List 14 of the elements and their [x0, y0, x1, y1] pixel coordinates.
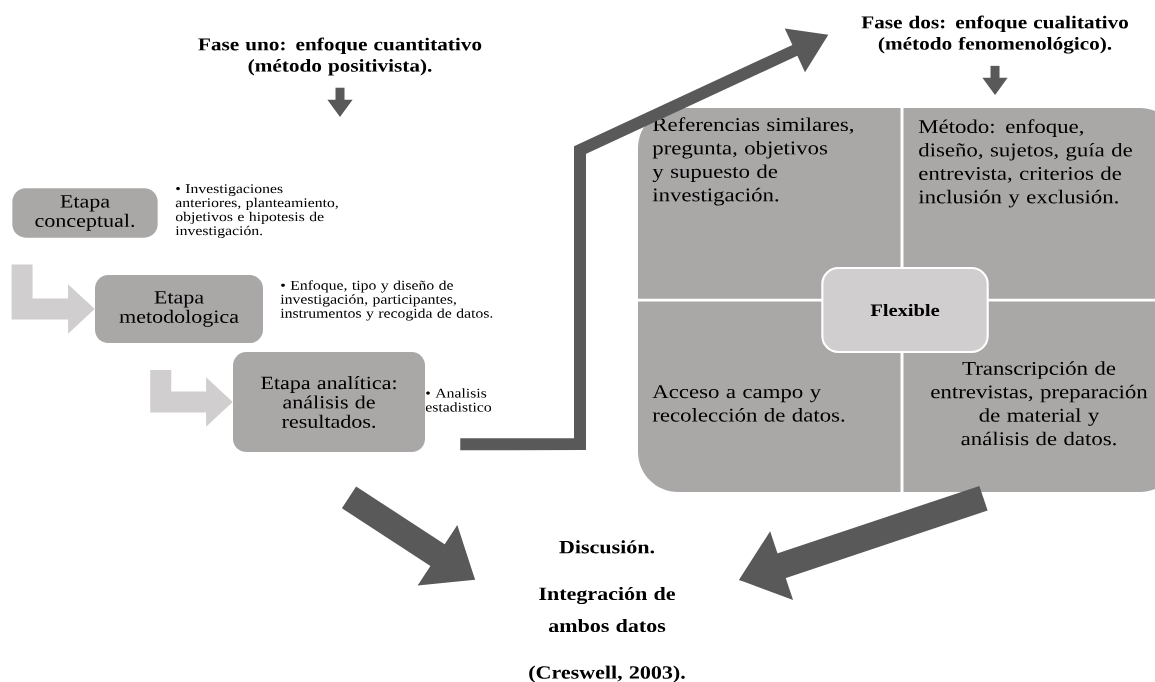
quadrant-cell: Transcripción de entrevistas, preparación de material y análisis de datos. — [931, 361, 1148, 446]
quadrant-cell: Método: enfoque, diseño, sujetos, guía de entrevista, criterios de inclusión y exclusión. — [918, 119, 1132, 208]
quadrant-cell: Referencias similares, pregunta, objetivos y supuesto de investigación. — [652, 117, 854, 206]
phase-title: Fase dos: enfoque cualitativo (método fenomenológico). — [861, 15, 1128, 54]
stage-box: Etapa conceptual. — [12, 188, 158, 238]
bullet-text: • Investigaciones anteriores, planteamiento, objetivos e hipotesis de investigación. — [175, 184, 338, 238]
stage-box: Etapa metodologica — [95, 275, 263, 343]
quadrant-cell: Acceso a campo y recolección de datos. — [652, 385, 845, 422]
phase-title: Fase uno: enfoque cuantitativo (método positivista). — [198, 37, 482, 76]
stage-box: Etapa analítica: análisis de resultados. — [233, 352, 425, 452]
bullet-text: • Analisis estadistico — [425, 388, 492, 412]
conclusion-text: Discusión. Integración de ambos datos (Creswell, 2003). — [529, 540, 685, 682]
center-box: Flexible — [821, 266, 989, 354]
bullet-text: • Enfoque, tipo y diseño de investigación, participantes, instrumentos y recogida de datos. — [280, 280, 493, 321]
